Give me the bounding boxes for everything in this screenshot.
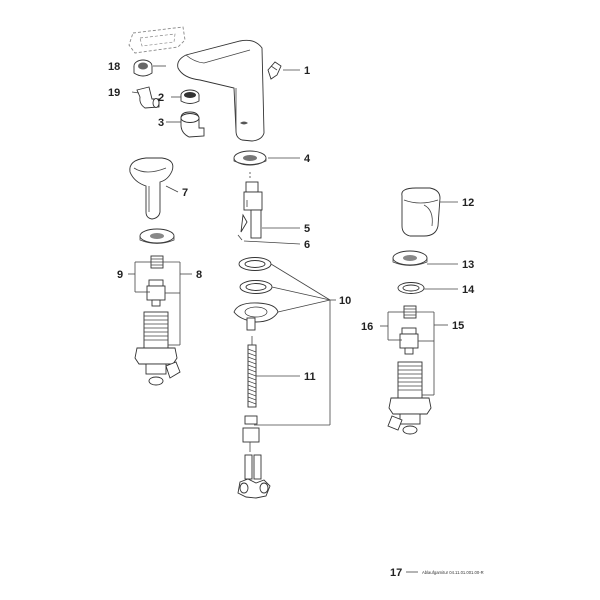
- callout-15: 15: [452, 320, 464, 332]
- doc-code: Ablaufgarnitur 04.11.01.001.00-R: [422, 570, 484, 575]
- part-11-threaded-rod: [247, 336, 257, 408]
- part-1-lever: [267, 61, 282, 80]
- leader-lines: [128, 65, 458, 573]
- part-10-rings: [233, 257, 279, 331]
- callout-labels: 1 2 3 4 5 6 7 8 9 10 11 12 13 14 15 16 1…: [108, 61, 475, 383]
- part-19-elbow: [136, 86, 160, 109]
- spout-body: [177, 39, 265, 142]
- part-7-left-handle: [129, 157, 174, 220]
- part-2-threaded-nut: [180, 89, 200, 104]
- left-cartridge: [146, 255, 166, 307]
- left-ring: [139, 228, 175, 244]
- callout-5: 5: [304, 223, 310, 235]
- callout-4: 4: [304, 153, 311, 165]
- footer: 17 Ablaufgarnitur 04.11.01.001.00-R: [390, 567, 484, 579]
- ghost-cap-outline: [128, 26, 186, 54]
- bottom-connector: [237, 415, 271, 499]
- left-valve-body: [134, 311, 181, 386]
- callout-13: 13: [462, 259, 474, 271]
- part-12-right-handle: [401, 187, 441, 237]
- callout-12: 12: [462, 197, 474, 209]
- center-rod-assembly: [237, 172, 263, 241]
- callout-2: 2: [158, 92, 164, 104]
- part-14-gasket: [397, 282, 425, 294]
- callout-19: 19: [108, 87, 120, 99]
- callout-1: 1: [304, 65, 310, 77]
- callout-9: 9: [117, 269, 123, 281]
- callout-14: 14: [462, 284, 475, 296]
- page-number: 17: [390, 567, 402, 579]
- part-3-elbow: [180, 111, 205, 138]
- callout-10: 10: [339, 295, 351, 307]
- callout-16: 16: [361, 321, 373, 333]
- part-18-aerator: [133, 59, 153, 77]
- callout-6: 6: [304, 239, 310, 251]
- callout-3: 3: [158, 117, 164, 129]
- callout-7: 7: [182, 187, 188, 199]
- part-4-ring: [233, 150, 267, 166]
- callout-18: 18: [108, 61, 120, 73]
- part-13-ring: [392, 250, 428, 266]
- right-valve-body: [387, 361, 432, 435]
- callout-8: 8: [196, 269, 202, 281]
- callout-11: 11: [304, 371, 316, 383]
- right-cartridge: [399, 305, 419, 355]
